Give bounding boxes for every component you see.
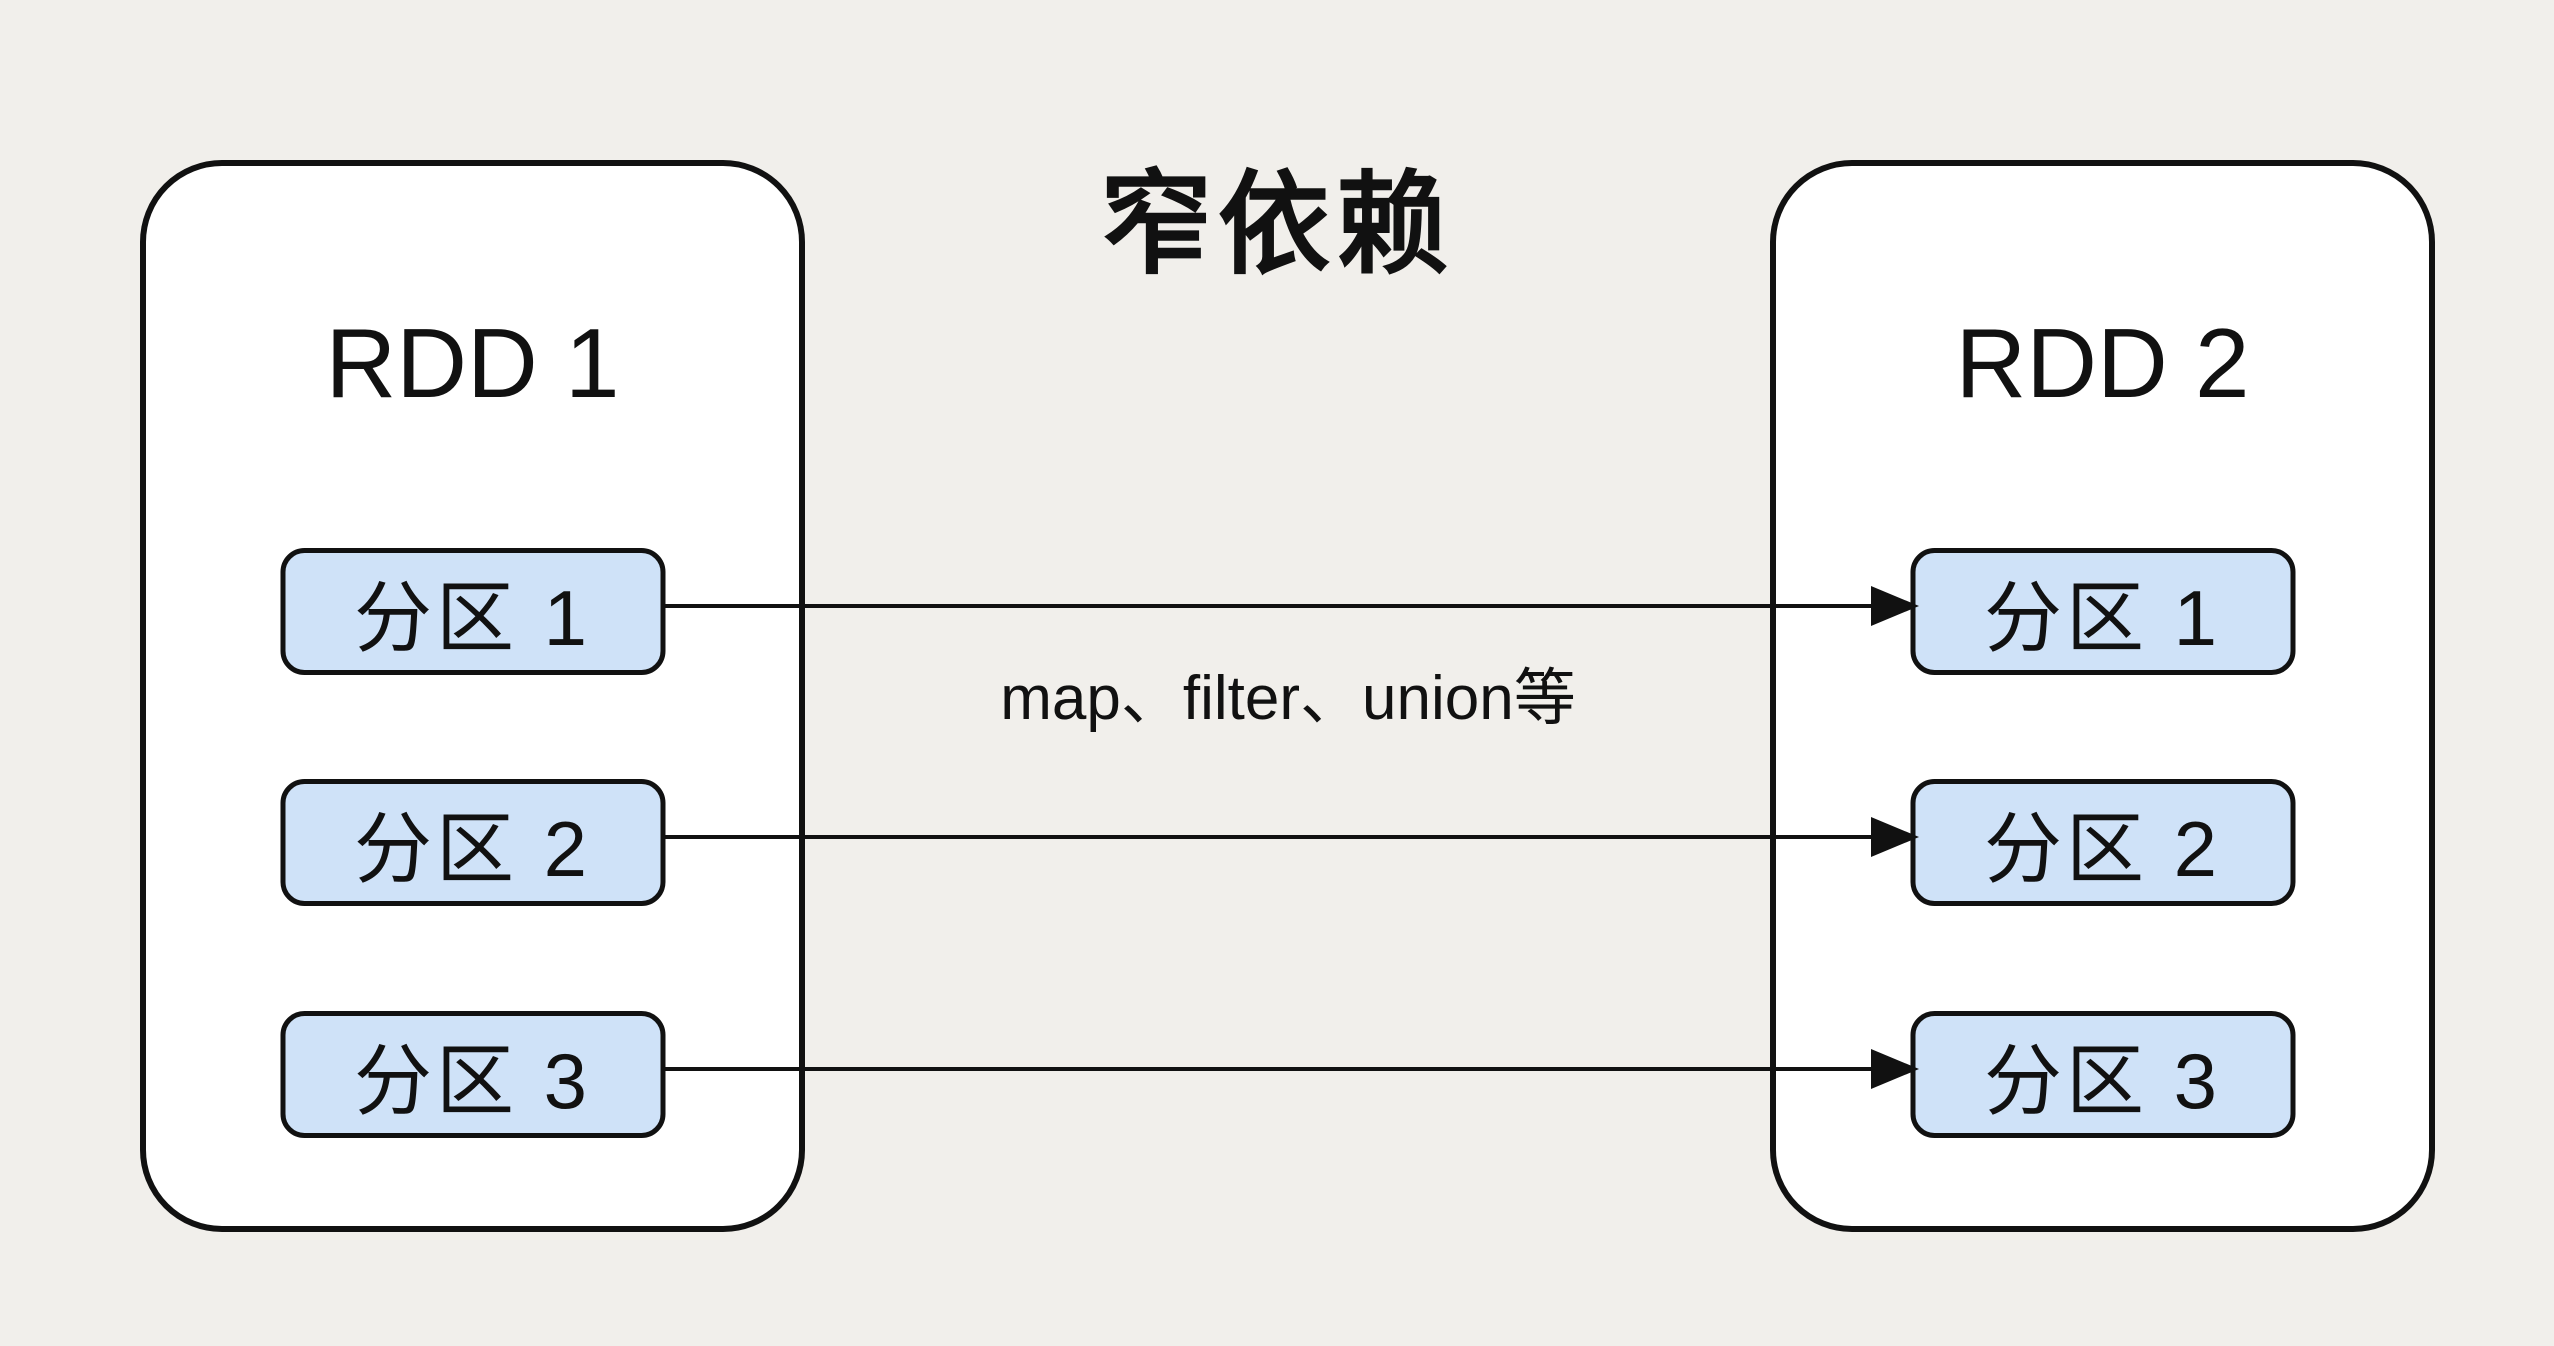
rdd1-partition-2: 分区 2	[280, 779, 665, 906]
rdd2-partition-1: 分区 1	[1910, 548, 2295, 675]
rdd1-title: RDD 1	[325, 308, 620, 418]
rdd2-partition-3: 分区 3	[1910, 1011, 2295, 1138]
operations-label: map、filter、union等	[1000, 664, 1576, 733]
rdd2-partition-2: 分区 2	[1910, 779, 2295, 906]
rdd2-container: RDD 2 分区 1 分区 2 分区 3	[1770, 160, 2435, 1232]
rdd1-partition-1: 分区 1	[280, 548, 665, 675]
diagram-title: 窄依赖	[1100, 162, 1454, 287]
rdd1-partition-3: 分区 3	[280, 1011, 665, 1138]
rdd2-title: RDD 2	[1955, 308, 2250, 418]
rdd1-container: RDD 1 分区 1 分区 2 分区 3	[140, 160, 805, 1232]
